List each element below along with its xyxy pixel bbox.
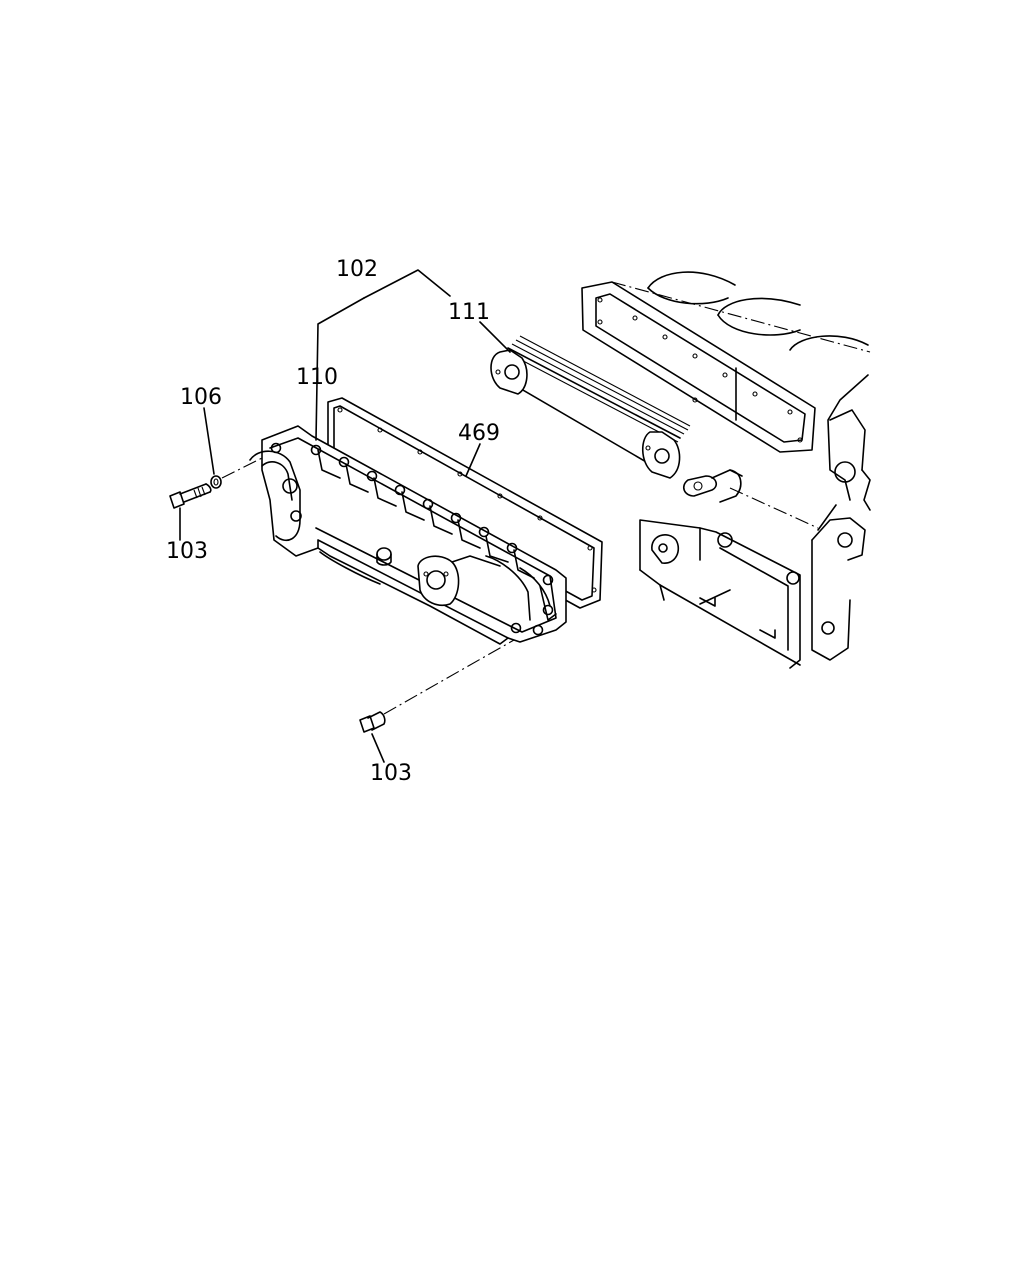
upper-frame-bolts	[597, 297, 803, 443]
cover-bolt-holes	[270, 442, 554, 636]
oil-cooler-cover	[249, 425, 567, 645]
callout-469: 469	[458, 421, 500, 446]
callout-106: 106	[180, 385, 222, 410]
callout-103-left: 103	[166, 539, 208, 564]
leader-lines	[179, 269, 511, 763]
callout-102: 102	[336, 257, 378, 282]
callout-103-bottom: 103	[370, 761, 412, 786]
bolt-103-left	[169, 483, 212, 509]
oil-cooler-element	[490, 335, 743, 503]
alignment-lines	[221, 457, 515, 715]
callout-110: 110	[296, 365, 338, 390]
cover-ribs	[317, 449, 535, 579]
gasket-bolt-holes	[337, 407, 597, 593]
bolt-103-bottom	[359, 711, 386, 733]
callout-111: 111	[448, 300, 490, 325]
washer-106	[210, 475, 222, 489]
engine-block	[581, 271, 871, 669]
callout-labels: 102 111 110 106 469 103 103	[166, 257, 500, 786]
